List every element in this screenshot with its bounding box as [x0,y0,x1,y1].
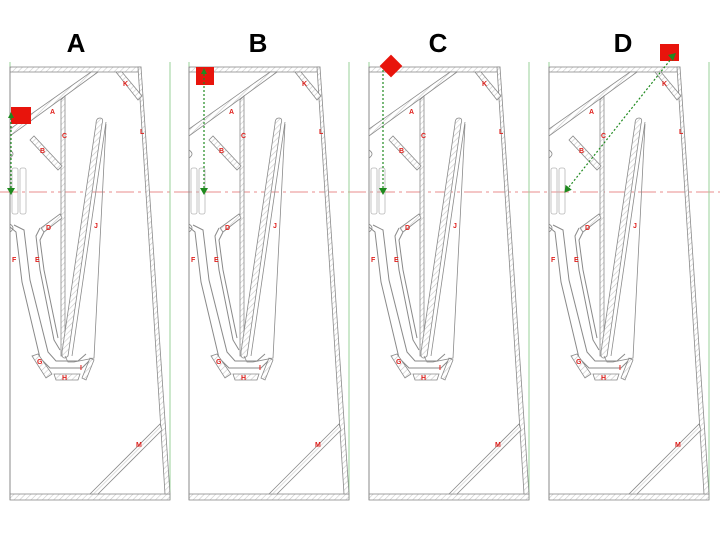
segment-label-l: L [319,129,324,136]
segment-label-b: B [399,148,404,155]
segment-label-e: E [35,257,40,264]
segment-label-m: M [495,442,501,449]
segment-label-j: J [273,223,277,230]
segment-label-j: J [453,223,457,230]
segment-labels-b: A B C D E F G H I J K L M [191,81,324,449]
panel-b: B [188,28,350,501]
panel-a: A [9,28,171,501]
segment-label-f: F [371,257,376,264]
panel-d: D [548,28,710,501]
marker-a [7,107,31,195]
segment-label-a: A [409,109,414,116]
segment-label-h: H [421,375,426,382]
segment-label-f: F [551,257,556,264]
segment-label-c: C [421,133,426,140]
segment-label-l: L [140,129,145,136]
segment-label-m: M [136,442,142,449]
segment-label-c: C [601,133,606,140]
segment-label-k: K [123,81,128,88]
segment-label-m: M [675,442,681,449]
segment-label-b: B [579,148,584,155]
segment-label-h: H [62,375,67,382]
segment-label-b: B [219,148,224,155]
panel-title-b: B [249,28,268,58]
segment-label-d: D [585,225,590,232]
segment-label-h: H [601,375,606,382]
segment-label-i: I [259,365,261,372]
segment-label-m: M [315,442,321,449]
marker-b [196,67,214,195]
segment-label-g: G [576,359,582,366]
segment-label-i: I [619,365,621,372]
panel-title-a: A [67,28,86,58]
segment-label-k: K [482,81,487,88]
segment-label-g: G [37,359,43,366]
segment-label-j: J [94,223,98,230]
segment-label-k: K [302,81,307,88]
segment-label-j: J [633,223,637,230]
segment-label-b: B [40,148,45,155]
segment-labels-c: A B C D E F G H I J K L M [371,81,504,449]
segment-label-f: F [12,257,17,264]
sound-source-square [196,67,214,85]
distance-arrow [564,53,676,193]
segment-label-d: D [405,225,410,232]
panel-title-c: C [429,28,448,58]
segment-label-g: G [216,359,222,366]
segment-labels-d: A B C D E F G H I J K L M [551,81,684,449]
sound-source-diamond [379,54,403,78]
segment-label-l: L [499,129,504,136]
segment-label-k: K [662,81,667,88]
segment-label-e: E [214,257,219,264]
sound-source-square [11,107,31,124]
segment-label-e: E [394,257,399,264]
segment-label-c: C [62,133,67,140]
segment-labels-a: A B C D E F G H I J K L M [12,81,145,449]
segment-label-a: A [229,109,234,116]
segment-label-e: E [574,257,579,264]
segment-label-g: G [396,359,402,366]
segment-label-f: F [191,257,196,264]
segment-label-h: H [241,375,246,382]
segment-label-c: C [241,133,246,140]
panel-title-d: D [614,28,633,58]
segment-label-d: D [225,225,230,232]
segment-label-l: L [679,129,684,136]
sound-source-square [660,44,679,61]
segment-label-i: I [80,365,82,372]
segment-label-a: A [589,109,594,116]
segment-label-a: A [50,109,55,116]
segment-label-d: D [46,225,51,232]
segment-label-i: I [439,365,441,372]
marker-d [564,44,679,193]
panel-c: C [368,28,530,501]
